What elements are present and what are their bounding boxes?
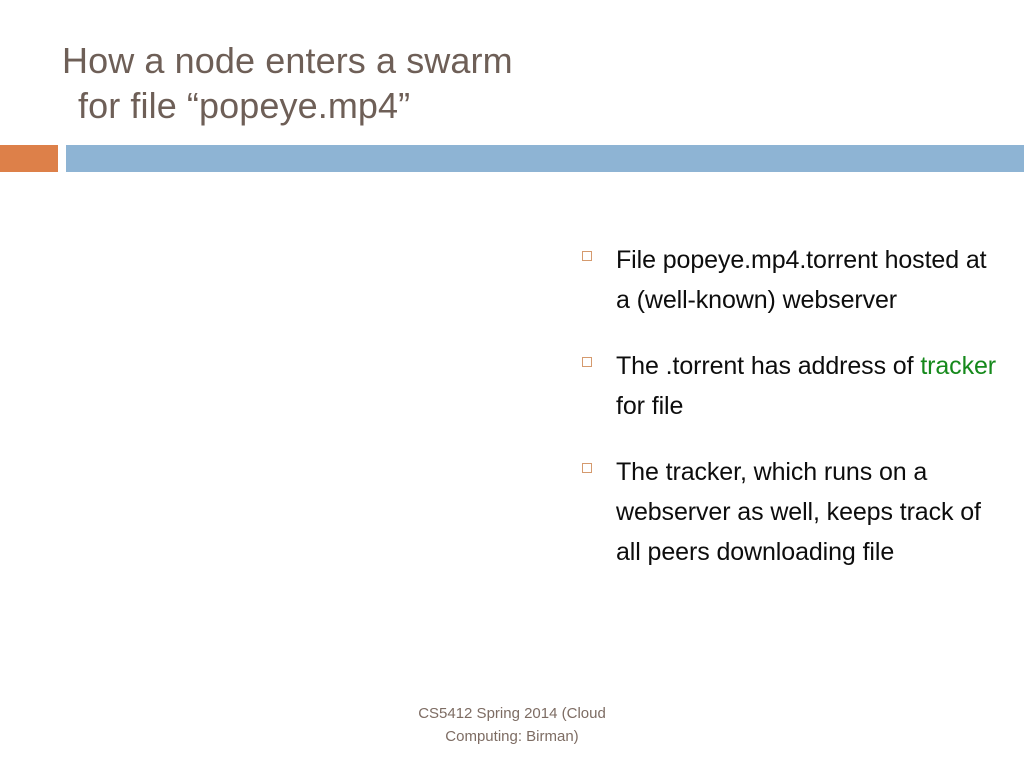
bullet-text-segment-tail: for file xyxy=(616,392,684,420)
list-item: File popeye.mp4.torrent hosted at a (wel… xyxy=(578,240,998,320)
slide-title-line-1: How a node enters a swarm xyxy=(62,40,513,81)
square-bullet-icon xyxy=(582,357,592,367)
square-bullet-icon xyxy=(582,251,592,261)
bullet-text-segment: The tracker, which runs on a webserver a… xyxy=(616,458,981,566)
footer-line-2: Computing: Birman) xyxy=(445,728,579,745)
bullet-highlight-tracker: tracker xyxy=(920,352,997,380)
bullet-text: The .torrent has address of tracker for … xyxy=(616,352,996,420)
slide-footer: CS5412 Spring 2014 (Cloud Computing: Bir… xyxy=(362,702,662,748)
square-bullet-icon xyxy=(582,463,592,473)
slide-title: How a node enters a swarm for file “pope… xyxy=(62,38,962,128)
accent-bar-orange xyxy=(0,145,58,172)
bullet-text: File popeye.mp4.torrent hosted at a (wel… xyxy=(616,246,987,314)
footer-line-1: CS5412 Spring 2014 (Cloud xyxy=(418,705,606,722)
slide-title-line-2: for file “popeye.mp4” xyxy=(78,85,411,126)
bullet-text-segment: The .torrent has address of xyxy=(616,352,921,380)
list-item: The .torrent has address of tracker for … xyxy=(578,346,998,426)
bullet-list: File popeye.mp4.torrent hosted at a (wel… xyxy=(578,240,998,572)
bullet-text-segment: File popeye.mp4.torrent hosted at a (wel… xyxy=(616,246,987,314)
bullet-text: The tracker, which runs on a webserver a… xyxy=(616,458,981,566)
list-item: The tracker, which runs on a webserver a… xyxy=(578,452,998,572)
accent-bar-blue xyxy=(66,145,1024,172)
